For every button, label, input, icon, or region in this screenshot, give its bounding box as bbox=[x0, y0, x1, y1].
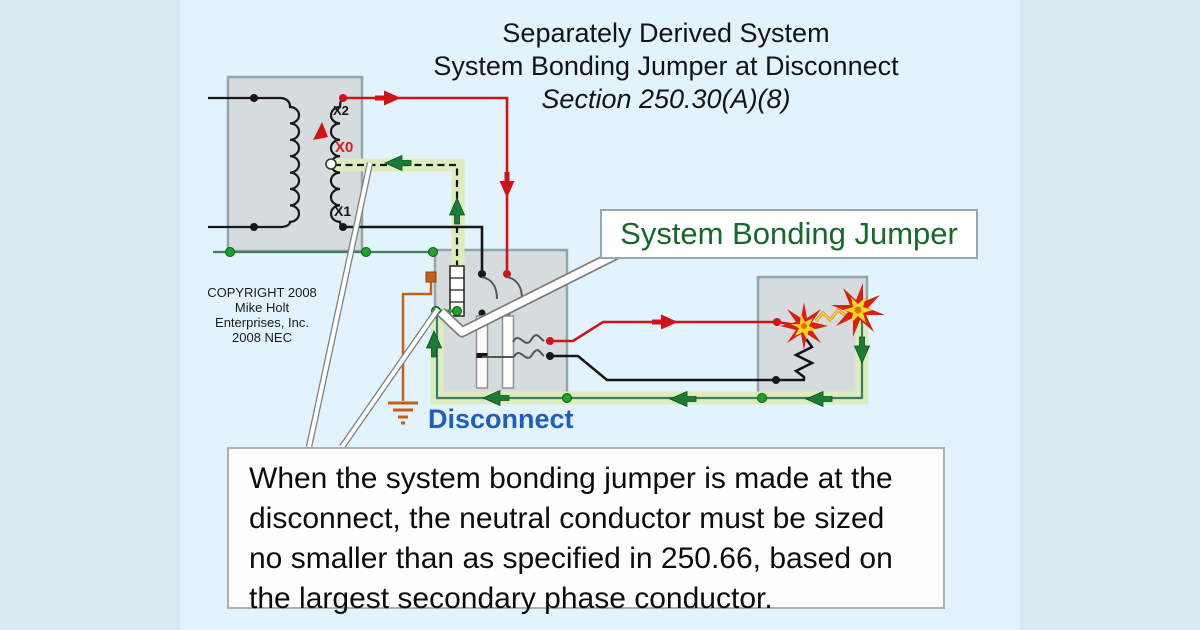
winding-current-arrow bbox=[313, 122, 328, 140]
fault-terminal-black bbox=[772, 376, 780, 384]
grounding-terminal-lug bbox=[425, 271, 437, 283]
load-terminal-black bbox=[546, 352, 554, 360]
fault-terminal-red bbox=[773, 318, 781, 326]
copyright-line-2: Mike Holt bbox=[234, 300, 290, 315]
terminal-label-x2: X2 bbox=[333, 103, 349, 118]
note-line-3: no smaller than as specified in 250.66, … bbox=[249, 542, 893, 575]
note-line-4: the largest secondary phase conductor. bbox=[249, 582, 773, 615]
diagram-title: Separately Derived System System Bonding… bbox=[326, 17, 1006, 116]
disconnect-switch-black bbox=[478, 270, 498, 317]
callout-pointer-note-b bbox=[339, 307, 441, 449]
fuse-black bbox=[482, 349, 545, 359]
note-box: When the system bonding jumper is made a… bbox=[227, 447, 945, 615]
fuse-red bbox=[512, 334, 545, 344]
copyright-line-3: Enterprises, Inc. bbox=[215, 315, 309, 330]
note-line-2: disconnect, the neutral conductor must b… bbox=[249, 502, 885, 535]
title-line-2: System Bonding Jumper at Disconnect bbox=[433, 51, 899, 81]
copyright-line-1: COPYRIGHT 2008 bbox=[207, 285, 317, 300]
fault-spark-icon bbox=[780, 302, 828, 350]
note-line-1: When the system bonding jumper is made a… bbox=[249, 462, 893, 495]
fault-arc-icon bbox=[814, 307, 847, 323]
title-line-1: Separately Derived System bbox=[502, 18, 830, 48]
load-resistor bbox=[793, 335, 815, 380]
callout-pointer-note-a bbox=[305, 162, 374, 448]
title-line-3: Section 250.30(A)(8) bbox=[541, 84, 791, 114]
neutral-conductor bbox=[334, 163, 459, 265]
copyright-line-4: 2008 NEC bbox=[232, 330, 292, 345]
load-terminal-red bbox=[546, 337, 554, 345]
ground-symbol-icon bbox=[388, 401, 418, 425]
grounding-electrode-conductor bbox=[401, 282, 433, 401]
terminal-label-x1: X1 bbox=[334, 203, 352, 219]
phase-conductor-black bbox=[343, 225, 805, 382]
copyright-notice: COPYRIGHT 2008 Mike Holt Enterprises, In… bbox=[197, 285, 327, 345]
terminal-x0-dot bbox=[325, 158, 337, 170]
fault-spark-icon bbox=[831, 283, 885, 337]
bonding-dots bbox=[225, 247, 767, 403]
disconnect-label: Disconnect bbox=[428, 404, 574, 434]
callout-pointer-label bbox=[437, 249, 620, 338]
primary-winding bbox=[208, 94, 301, 231]
terminal-label-x0: X0 bbox=[335, 139, 354, 156]
system-bonding-jumper-label: System Bonding Jumper bbox=[600, 209, 978, 259]
